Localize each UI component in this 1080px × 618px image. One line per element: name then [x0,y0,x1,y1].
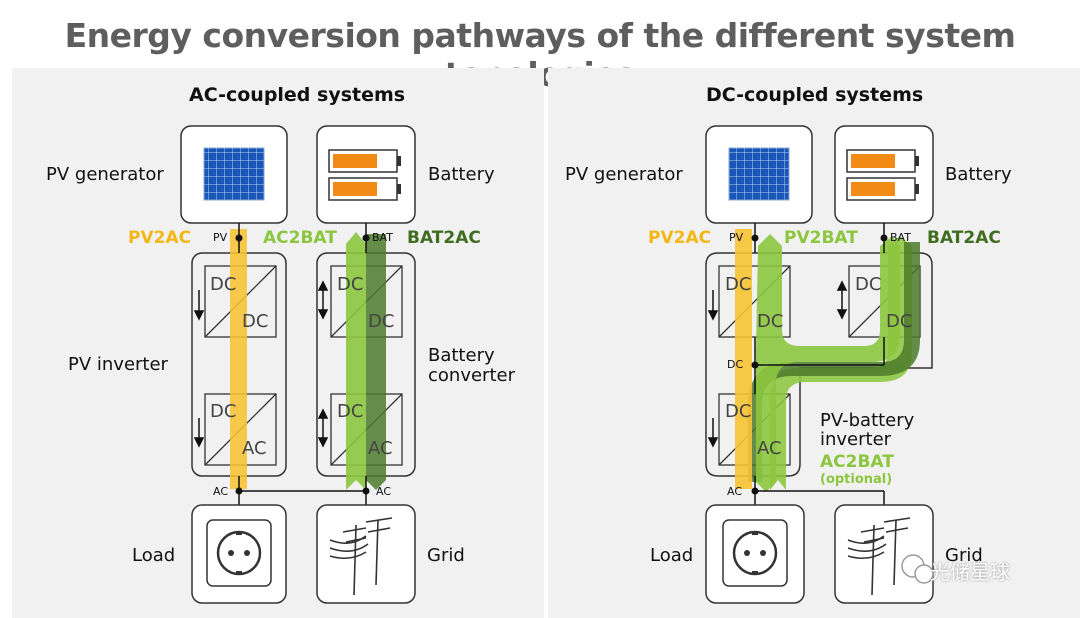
dc-junction-dots [751,234,888,495]
dc-pv2bat-flow [756,234,900,492]
dc-pv-generator-label: PV generator [565,164,683,185]
dc-ac-node-label: AC [727,485,743,498]
ac-bat-dcac-out-label: AC [368,438,393,459]
dc-grid-box [834,504,934,604]
ac-bat-dcdc-in-label: DC [337,274,364,295]
ac-pv-generator-label: PV generator [46,164,164,185]
ac-pv-dcdc-in-label: DC [210,274,237,295]
dc-load-box [705,504,805,604]
dc-flow-bat2ac-label: BAT2AC [927,228,1001,248]
dc-dcac-out-label: AC [757,438,782,459]
watermark-text: 光储星球 [930,560,1010,584]
ac-bat-dcac-in-label: DC [337,401,364,422]
dc-battery-box [834,125,934,224]
dc-dc-node-label: DC [727,358,744,371]
dc-flow-pv2ac-label: PV2AC [648,228,712,248]
ac-socket-icon [206,519,272,587]
dc-pv2ac-flow [735,229,752,489]
dc-pv-dcdc-in-label: DC [725,274,752,295]
ac-battery-label: Battery [428,164,495,185]
ac-battery-box [316,125,416,224]
ac-battery-icon [328,149,401,201]
dc-panel-background [548,68,1080,618]
dc-grid-label: Grid [945,545,983,566]
dc-pv-battery-inverter-label-2: inverter [820,429,892,450]
dc-battery-icon [846,149,919,201]
dc-flow-ac2bat-label: AC2BAT [820,452,894,472]
dc-direction-arrows [707,280,848,448]
watermark-chat-icon [901,554,934,584]
dc-pv-battery-inverter-box [705,252,933,477]
ac-load-box [191,504,287,604]
ac-system [180,125,416,604]
dc-bat-dcdc-out-label: DC [886,311,913,332]
dc-pylon-icon [847,517,911,596]
ac-pv-dcdc-out-label: DC [242,311,269,332]
dc-battery-label: Battery [945,164,1012,185]
dc-pv-dcdc-out-label: DC [757,311,784,332]
ac-battery-converter-label-1: Battery [428,345,495,366]
dc-bat-dcdc-in-label: DC [855,274,882,295]
ac-heading: AC-coupled systems [189,84,406,106]
ac-ac-node-right-label: AC [376,485,392,498]
ac-flow-bat2ac-label: BAT2AC [407,228,481,248]
dc-pv-node-label: PV [729,231,744,244]
ac-grid-box [316,504,416,604]
ac-pv-dcac-out-label: AC [242,438,267,459]
ac-pylon-icon [329,517,393,596]
dc-dcac-in-label: DC [725,401,752,422]
dc-flow-pv2bat-label: PV2BAT [784,228,858,248]
dc-flow-ac2bat-note: (optional) [820,472,893,487]
ac-bat-dcdc-out-label: DC [368,311,395,332]
dc-system [705,125,934,604]
ac-load-label: Load [132,545,176,566]
ac-flow-ac2bat-label: AC2BAT [263,228,337,248]
ac-direction-arrows [193,280,329,448]
dc-solar-panel-icon [728,147,790,201]
dc-pv-battery-inverter-label-1: PV-battery [820,410,915,431]
ac-solar-panel-icon [203,147,265,201]
dc-socket-icon [722,519,788,587]
ac-bat2ac-flow [366,234,386,490]
ac-junction-dots [235,234,370,495]
ac-pv-node-label: PV [213,231,228,244]
ac-pv-inverter-label: PV inverter [68,354,168,375]
ac-ac2bat-flow [346,232,366,490]
dc-heading: DC-coupled systems [706,84,924,106]
ac-battery-converter-label-2: converter [428,365,515,386]
ac-bat-node-label: BAT [372,231,393,244]
ac-ac-node-left-label: AC [213,485,229,498]
ac-flow-pv2ac-label: PV2AC [128,228,192,248]
dc-load-label: Load [650,545,694,566]
ac-grid-label: Grid [427,545,465,566]
ac-pv-dcac-in-label: DC [210,401,237,422]
dc-bat-node-label: BAT [890,231,911,244]
ac-pv2ac-flow [230,229,247,489]
